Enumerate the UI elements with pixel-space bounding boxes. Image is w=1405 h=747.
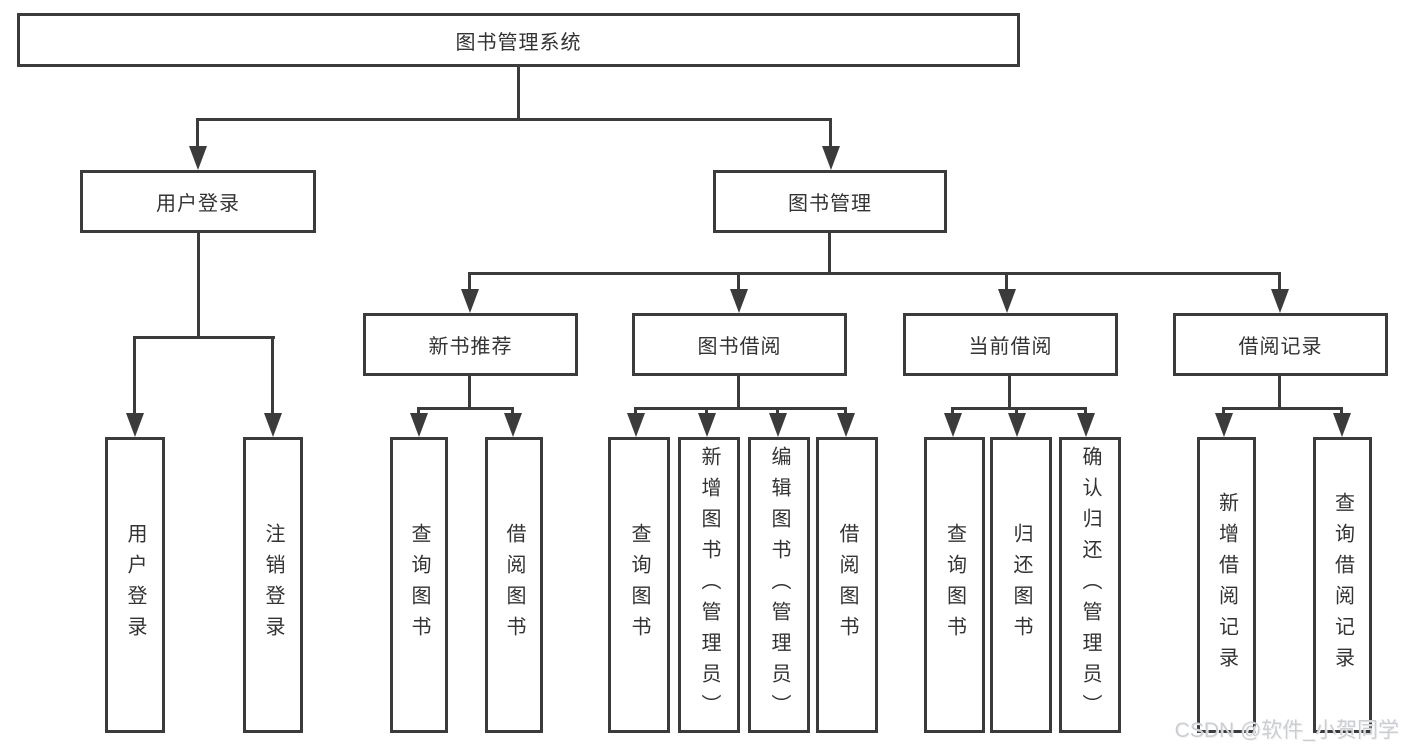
leaf-logout: 注销登录 bbox=[243, 437, 303, 733]
leaf-logout-label: 注销登录 bbox=[262, 523, 284, 647]
node-borrow-record: 借阅记录 bbox=[1173, 313, 1388, 376]
leaf-current-query-book-label: 查询图书 bbox=[943, 523, 966, 647]
arrowhead-down bbox=[460, 289, 479, 313]
arrowhead-down bbox=[768, 413, 787, 437]
connector-segment bbox=[634, 407, 847, 410]
arrowhead-down bbox=[1270, 289, 1289, 313]
leaf-record-query-label: 查询借阅记录 bbox=[1331, 492, 1354, 678]
node-borrow-record-label: 借阅记录 bbox=[1238, 336, 1323, 358]
connector-segment bbox=[828, 233, 831, 274]
leaf-current-confirm-return-admin: 确认归还（管理员） bbox=[1059, 437, 1121, 733]
leaf-recommend-query-book: 查询图书 bbox=[390, 437, 448, 733]
leaf-current-query-book: 查询图书 bbox=[924, 437, 985, 733]
node-user-login-label: 用户登录 bbox=[156, 193, 240, 215]
connector-segment bbox=[196, 118, 199, 151]
node-current-borrow-label: 当前借阅 bbox=[968, 336, 1053, 358]
arrowhead-down bbox=[1076, 413, 1095, 437]
connector-segment bbox=[776, 407, 779, 417]
arrowhead-down bbox=[409, 413, 428, 437]
connector-segment bbox=[133, 336, 136, 417]
csdn-watermark: CSDN @软件_小贺同学 bbox=[1174, 719, 1399, 742]
connector-segment bbox=[1222, 407, 1343, 410]
arrowhead-down bbox=[997, 289, 1016, 313]
node-new-book-recommend-label: 新书推荐 bbox=[428, 336, 513, 358]
connector-segment bbox=[417, 407, 420, 417]
leaf-user-login: 用户登录 bbox=[105, 437, 165, 733]
connector-segment bbox=[737, 376, 740, 409]
leaf-record-add: 新增借阅记录 bbox=[1197, 437, 1256, 733]
connector-segment bbox=[468, 376, 471, 409]
connector-segment bbox=[468, 272, 471, 291]
arrowhead-down bbox=[821, 146, 840, 170]
node-current-borrow: 当前借阅 bbox=[903, 313, 1118, 376]
leaf-recommend-query-book-label: 查询图书 bbox=[408, 523, 430, 647]
connector-segment bbox=[705, 407, 708, 417]
connector-segment bbox=[133, 336, 275, 339]
connector-segment bbox=[468, 272, 1281, 275]
arrowhead-down bbox=[503, 413, 522, 437]
connector-segment bbox=[1222, 407, 1225, 417]
leaf-borrow-edit-book-admin-label: 编辑图书（管理员） bbox=[768, 445, 790, 725]
leaf-recommend-borrow-book: 借阅图书 bbox=[485, 437, 543, 733]
arrowhead-down bbox=[1332, 413, 1351, 437]
arrowhead-down bbox=[697, 413, 716, 437]
leaf-borrow-edit-book-admin: 编辑图书（管理员） bbox=[748, 437, 810, 733]
connector-segment bbox=[634, 407, 637, 417]
arrowhead-down bbox=[943, 413, 962, 437]
connector-segment bbox=[517, 67, 520, 120]
connector-segment bbox=[1278, 272, 1281, 291]
node-root-label: 图书管理系统 bbox=[455, 31, 582, 54]
connector-segment bbox=[829, 118, 832, 151]
node-book-management: 图书管理 bbox=[713, 170, 947, 233]
connector-segment bbox=[951, 407, 1087, 410]
connector-segment bbox=[197, 233, 200, 339]
node-book-borrow: 图书借阅 bbox=[632, 313, 847, 376]
connector-segment bbox=[1340, 407, 1343, 417]
node-book-borrow-label: 图书借阅 bbox=[697, 336, 782, 358]
leaf-borrow-add-book-admin: 新增图书（管理员） bbox=[678, 437, 740, 733]
node-root: 图书管理系统 bbox=[17, 13, 1020, 67]
connector-segment bbox=[417, 407, 514, 410]
connector-segment bbox=[1278, 376, 1281, 409]
leaf-borrow-query-book: 查询图书 bbox=[608, 437, 670, 733]
arrowhead-down bbox=[729, 289, 748, 313]
leaf-user-login-label: 用户登录 bbox=[124, 523, 146, 647]
leaf-current-confirm-return-admin-label: 确认归还（管理员） bbox=[1079, 445, 1101, 725]
node-new-book-recommend: 新书推荐 bbox=[363, 313, 578, 376]
arrowhead-down bbox=[263, 413, 282, 437]
connector-segment bbox=[844, 407, 847, 417]
connector-segment bbox=[511, 407, 514, 417]
connector-segment bbox=[1005, 272, 1008, 291]
arrowhead-down bbox=[1214, 413, 1233, 437]
node-user-login: 用户登录 bbox=[80, 170, 316, 233]
leaf-current-return-book-label: 归还图书 bbox=[1010, 523, 1032, 647]
connector-segment bbox=[951, 407, 954, 417]
connector-segment bbox=[196, 118, 832, 121]
arrowhead-down bbox=[1007, 413, 1026, 437]
leaf-current-return-book: 归还图书 bbox=[990, 437, 1052, 733]
connector-segment bbox=[271, 336, 274, 417]
connector-segment bbox=[737, 272, 740, 291]
leaf-recommend-borrow-book-label: 借阅图书 bbox=[503, 523, 525, 647]
leaf-record-add-label: 新增借阅记录 bbox=[1215, 492, 1238, 678]
leaf-borrow-add-book-admin-label: 新增图书（管理员） bbox=[698, 445, 720, 725]
leaf-borrow-borrow-book-label: 借阅图书 bbox=[836, 523, 858, 647]
arrowhead-down bbox=[125, 413, 144, 437]
arrowhead-down bbox=[626, 413, 645, 437]
connector-segment bbox=[1015, 407, 1018, 417]
node-book-management-label: 图书管理 bbox=[788, 193, 872, 215]
arrowhead-down bbox=[836, 413, 855, 437]
arrowhead-down bbox=[188, 146, 207, 170]
leaf-borrow-borrow-book: 借阅图书 bbox=[816, 437, 878, 733]
connector-segment bbox=[1084, 407, 1087, 417]
leaf-record-query: 查询借阅记录 bbox=[1313, 437, 1372, 733]
leaf-borrow-query-book-label: 查询图书 bbox=[628, 523, 650, 647]
connector-segment bbox=[1008, 376, 1011, 409]
